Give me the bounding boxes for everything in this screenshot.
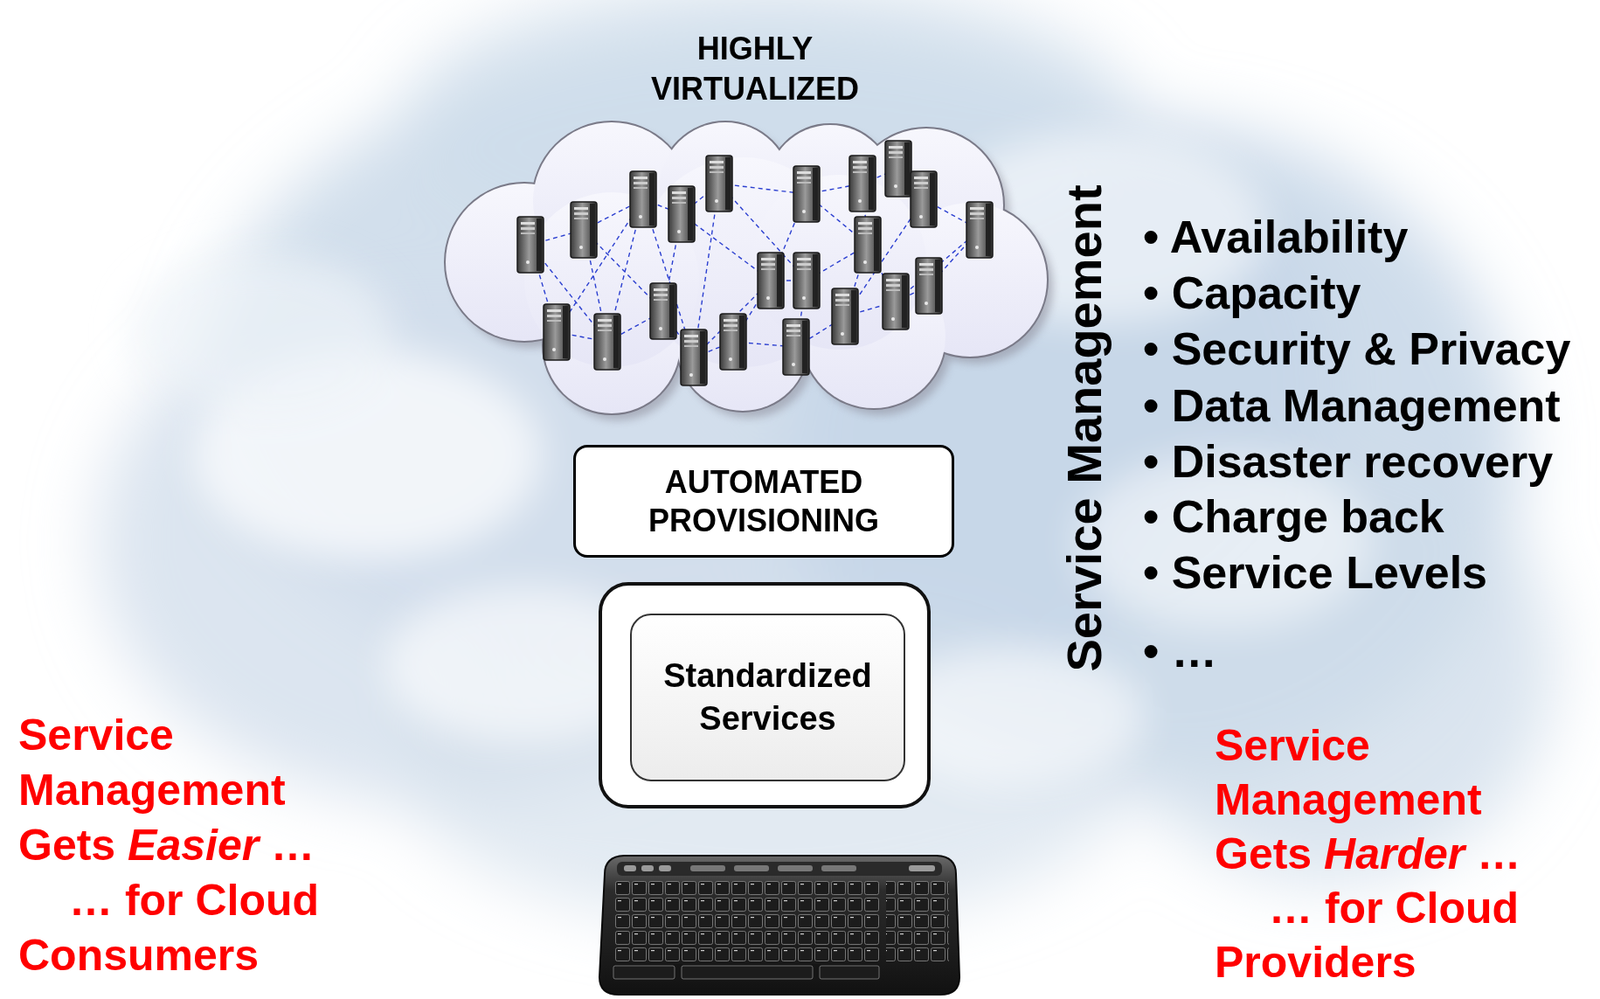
bullet-item: • Data Management xyxy=(1142,378,1561,433)
bullet-item: • Capacity xyxy=(1142,265,1361,320)
text-line: … for Cloud xyxy=(18,872,319,929)
bullet-item: • Charge back xyxy=(1142,489,1445,544)
text-line: Service xyxy=(18,707,319,763)
bullet-item: • Disaster recovery xyxy=(1142,434,1553,489)
process-box: AUTOMATED PROVISIONING xyxy=(573,444,955,558)
bullet-item: • Availability xyxy=(1142,209,1408,264)
bullet-item: • … xyxy=(1142,623,1218,679)
emphasis-word: Harder xyxy=(1323,829,1465,879)
text-line: Providers xyxy=(1214,935,1521,990)
note-text: Service Management Gets Harder … … for C… xyxy=(1214,718,1521,990)
server-icons xyxy=(517,140,993,386)
vertical-heading: Service Management xyxy=(1057,184,1112,672)
text-line: Management xyxy=(18,762,319,818)
cloud-heading: HIGHLY VIRTUALIZED xyxy=(615,28,895,110)
text-line: … for Cloud xyxy=(1214,880,1521,936)
text-line: Management xyxy=(1214,772,1521,827)
service-box: Standardized Services xyxy=(630,613,906,782)
text-line: Gets Easier … xyxy=(18,817,319,873)
virtual-cloud xyxy=(445,122,1053,421)
text-line: Service xyxy=(1214,718,1521,773)
note-text: Service Management Gets Easier … … for C… xyxy=(18,707,319,984)
emphasis-word: Easier xyxy=(127,820,259,870)
box-text: Standardized Services xyxy=(640,654,895,742)
sky-cloud xyxy=(96,0,1556,927)
text-line: Gets Harder … xyxy=(1214,826,1521,881)
keyboard-picture xyxy=(599,855,960,995)
bullet-item: • Service Levels xyxy=(1142,545,1488,600)
box-text: AUTOMATED PROVISIONING xyxy=(584,463,943,539)
bullet-item: • Security & Privacy xyxy=(1142,321,1571,376)
service-frame xyxy=(600,583,929,807)
text-line: Consumers xyxy=(18,928,319,984)
